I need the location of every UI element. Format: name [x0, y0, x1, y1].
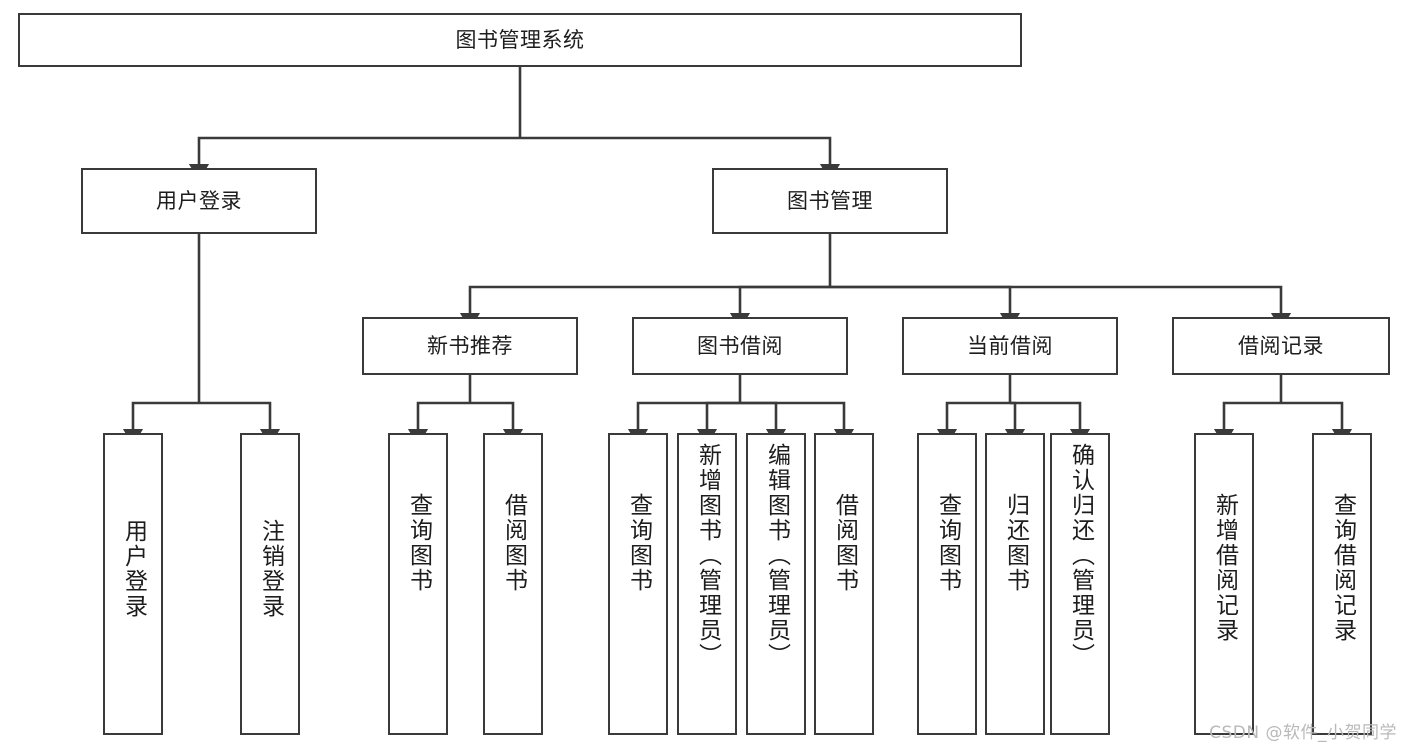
node-label: 注销登录 — [257, 519, 284, 619]
node-label: 确认归还（管理员） — [1067, 443, 1094, 668]
node-leaf-borrow-book-1[interactable]: 借阅图书 — [483, 433, 543, 735]
connector-edge — [936, 401, 1010, 447]
csdn-watermark: CSDN @软件_小贺同学 — [1209, 723, 1397, 743]
node-leaf-query-book-1[interactable]: 查询图书 — [388, 433, 448, 735]
connector-edge — [1004, 401, 1026, 447]
node-leaf-return-book[interactable]: 归还图书 — [985, 433, 1045, 735]
node-label: 图书管理系统 — [455, 27, 585, 52]
node-label: 图书借阅 — [697, 333, 783, 358]
node-current-borrow[interactable]: 当前借阅 — [902, 317, 1118, 375]
node-root[interactable]: 图书管理系统 — [18, 13, 1022, 67]
connector-edge — [627, 401, 740, 447]
node-borrow-record[interactable]: 借阅记录 — [1172, 317, 1390, 375]
node-label: 新书推荐 — [427, 333, 513, 358]
node-book-borrow[interactable]: 图书借阅 — [632, 317, 848, 375]
connector-edge — [740, 401, 787, 447]
node-leaf-user-logout[interactable]: 注销登录 — [240, 433, 300, 735]
node-leaf-confirm-return[interactable]: 确认归还（管理员） — [1050, 433, 1110, 735]
node-leaf-add-book[interactable]: 新增图书（管理员） — [677, 433, 737, 735]
node-label: 查询借阅记录 — [1329, 493, 1356, 643]
node-label: 借阅图书 — [831, 493, 858, 593]
connector-edge — [199, 401, 281, 447]
node-label: 用户登录 — [156, 188, 242, 213]
node-label: 编辑图书（管理员） — [763, 443, 790, 668]
connector-edge — [1010, 401, 1091, 447]
connector-edge — [729, 285, 830, 331]
node-label: 查询图书 — [934, 493, 961, 593]
node-leaf-add-borrow-record[interactable]: 新增借阅记录 — [1194, 433, 1254, 735]
connector-edge — [830, 285, 1021, 331]
connector-edge — [188, 136, 520, 182]
connector-edge — [696, 401, 740, 447]
node-label: 用户登录 — [120, 519, 147, 619]
connector-edge — [470, 401, 524, 447]
node-leaf-query-borrow-record[interactable]: 查询借阅记录 — [1312, 433, 1372, 735]
node-label: 查询图书 — [625, 493, 652, 593]
node-label: 归还图书 — [1002, 493, 1029, 593]
node-user-login[interactable]: 用户登录 — [81, 168, 317, 234]
node-new-book-recommend[interactable]: 新书推荐 — [362, 317, 578, 375]
node-book-management[interactable]: 图书管理 — [712, 168, 948, 234]
node-leaf-borrow-book-2[interactable]: 借阅图书 — [814, 433, 874, 735]
node-label: 借阅记录 — [1238, 333, 1324, 358]
node-label: 查询图书 — [405, 493, 432, 593]
connector-edge — [830, 285, 1292, 331]
node-label: 当前借阅 — [967, 333, 1053, 358]
node-leaf-query-book-3[interactable]: 查询图书 — [917, 433, 977, 735]
node-label: 新增图书（管理员） — [694, 443, 721, 668]
connector-edge — [459, 285, 830, 331]
node-leaf-query-book-2[interactable]: 查询图书 — [608, 433, 668, 735]
connector-edge — [407, 401, 470, 447]
connector-edge — [1281, 401, 1353, 447]
node-leaf-edit-book[interactable]: 编辑图书（管理员） — [746, 433, 806, 735]
node-label: 借阅图书 — [500, 493, 527, 593]
node-label: 新增借阅记录 — [1211, 493, 1238, 643]
connector-edge — [520, 136, 841, 182]
node-label: 图书管理 — [787, 188, 873, 213]
node-leaf-user-login[interactable]: 用户登录 — [103, 433, 163, 735]
connector-edge — [122, 401, 199, 447]
connector-edge — [1213, 401, 1281, 447]
connector-edge — [740, 401, 855, 447]
